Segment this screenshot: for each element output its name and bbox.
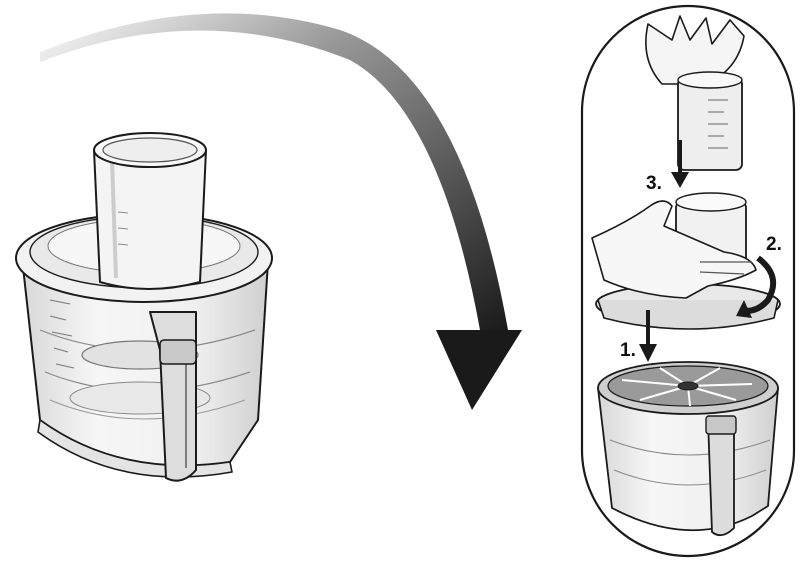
transition-arrow [40,13,522,410]
detail-panel: 3. 2. 1. [580,4,796,558]
step-2-label: 2. [766,234,782,255]
step-1-arrow [639,310,657,362]
step-1-label: 1. [620,340,636,361]
arc-shaft [40,13,508,330]
step-3-label: 3. [646,173,662,194]
assembled-bowl [15,132,273,482]
arrow-head-icon [436,330,522,410]
small-bowl-handle [707,419,735,537]
top-hand-with-pusher [645,15,745,171]
lid-with-hand [591,192,781,330]
side-hand [591,200,757,299]
step-2-rotate-icon [736,255,777,318]
bowl-with-disc [597,361,779,537]
feed-tube [93,149,207,290]
step-3-arrow [671,140,689,188]
